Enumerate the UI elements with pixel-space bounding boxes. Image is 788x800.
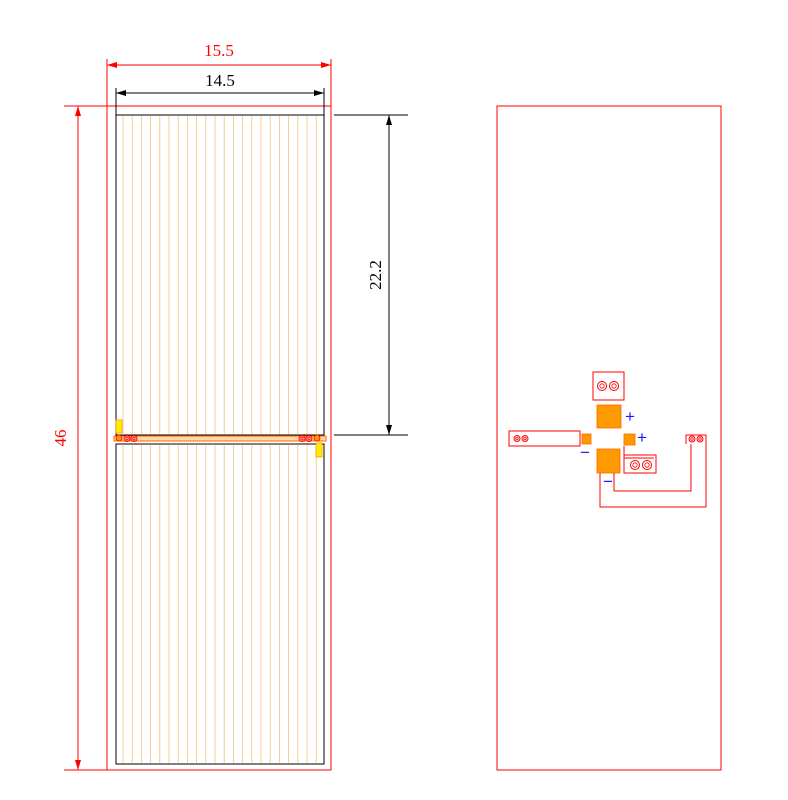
dimension-outer-width: 15.5	[106, 41, 332, 106]
plus-label-right: +	[637, 428, 647, 447]
orange-small-pad-left	[581, 433, 592, 445]
trace-to-bottom-connector	[623, 446, 654, 459]
dimension-inner-width: 14.5	[115, 71, 325, 115]
contact-pad-right-icon	[298, 434, 321, 442]
back-view: + + − −	[496, 105, 722, 771]
back-board-outline	[496, 105, 722, 771]
left-pad-strip	[508, 430, 581, 447]
contact-pad-left-icon	[115, 434, 138, 442]
u-trace-outer	[599, 434, 707, 508]
top-connector-pin-icon	[597, 381, 619, 391]
u-trace-inner	[613, 444, 692, 492]
solar-cell-top	[115, 114, 325, 436]
cell-grid-bottom	[122, 445, 317, 763]
inner-width-label: 14.5	[205, 71, 235, 90]
front-view	[106, 105, 332, 771]
plus-label-upper: +	[625, 407, 635, 426]
yellow-solder-pad-left	[115, 419, 123, 434]
dimension-cell-height: 22.2	[334, 114, 408, 436]
solar-cell-bottom	[115, 443, 325, 765]
dimension-total-height: 46	[51, 105, 107, 771]
outer-width-label: 15.5	[204, 41, 234, 60]
orange-pad-bottom	[596, 448, 621, 474]
left-via-icon	[513, 435, 529, 442]
top-connector-housing	[592, 371, 625, 401]
yellow-solder-pad-right	[315, 442, 323, 458]
cell-height-label: 22.2	[366, 260, 385, 290]
interconnect-busbar	[113, 435, 327, 442]
bottom-connector-housing	[623, 454, 657, 474]
right-via-icon	[688, 435, 704, 443]
orange-small-pad-right	[623, 433, 636, 446]
minus-label-bottom: −	[603, 472, 613, 491]
cell-grid-top	[122, 116, 317, 434]
total-height-label: 46	[51, 430, 70, 447]
bottom-connector-pin-icon	[630, 460, 652, 470]
front-board-outline	[106, 105, 332, 771]
orange-pad-top	[596, 404, 622, 429]
minus-label-left: −	[580, 443, 590, 462]
